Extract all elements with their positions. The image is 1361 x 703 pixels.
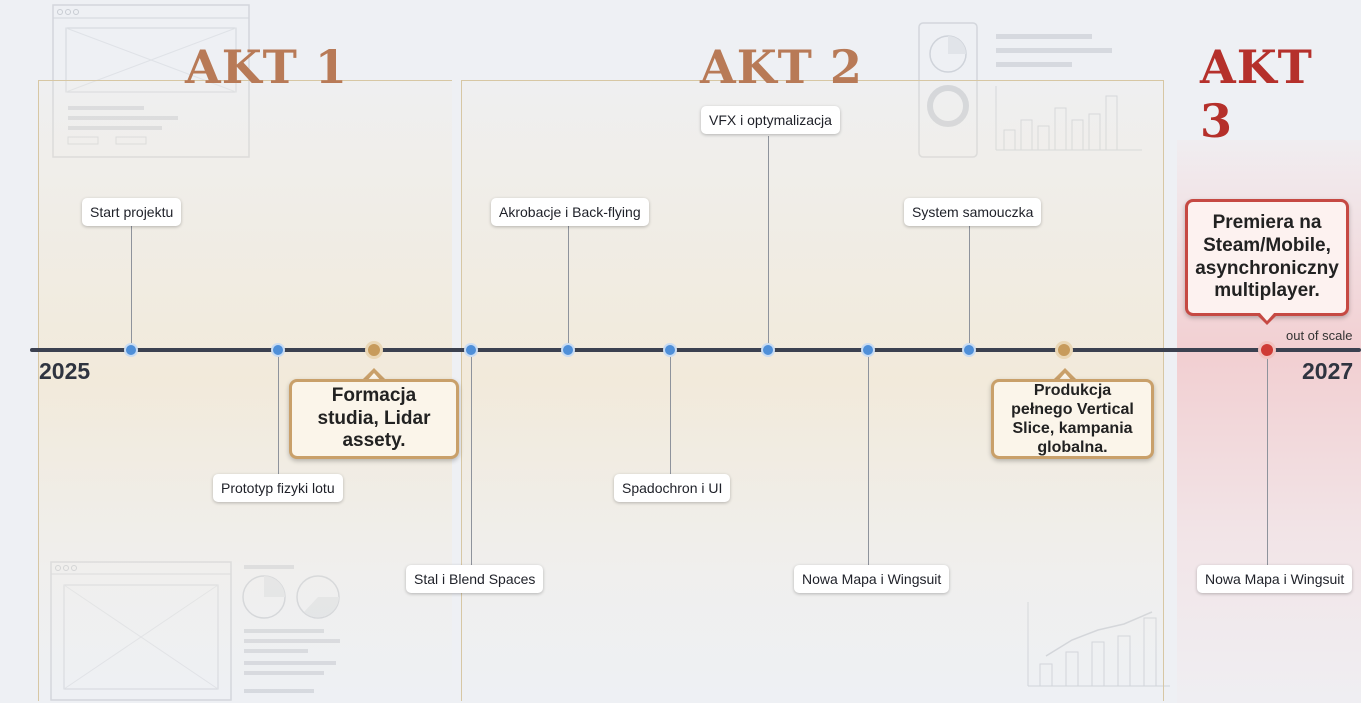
- release-callout[interactable]: Premiera na Steam/Mobile, asynchroniczny…: [1185, 199, 1349, 316]
- stem-start-projektu: [131, 224, 132, 348]
- release-dot[interactable]: [1258, 341, 1276, 359]
- callout-pointer: [1259, 312, 1275, 321]
- stem-nowa-mapa-2: [1267, 352, 1268, 567]
- highlight-callout[interactable]: Formacja studia, Lidar assety.: [289, 379, 459, 459]
- milestone-dot[interactable]: [561, 343, 575, 357]
- highlight-dot[interactable]: [365, 341, 383, 359]
- stem-stal: [471, 352, 472, 567]
- stem-vfx: [768, 136, 769, 348]
- scale-note: out of scale: [1286, 328, 1353, 343]
- start-year: 2025: [39, 358, 91, 384]
- milestone-label[interactable]: VFX i optymalizacja: [701, 106, 840, 134]
- end-year: 2027: [1302, 358, 1354, 384]
- milestone-dot[interactable]: [962, 343, 976, 357]
- milestone-label[interactable]: Nowa Mapa i Wingsuit: [1197, 565, 1353, 593]
- act-2-title: AKT 2: [700, 40, 863, 94]
- milestone-label[interactable]: Akrobacje i Back-flying: [491, 198, 649, 226]
- milestone-dot[interactable]: [271, 343, 285, 357]
- milestone-dot[interactable]: [761, 343, 775, 357]
- milestone-label[interactable]: Prototyp fizyki lotu: [213, 474, 343, 502]
- highlight-dot[interactable]: [1055, 341, 1073, 359]
- milestone-dot[interactable]: [464, 343, 478, 357]
- stem-samouczek: [969, 224, 970, 348]
- callout-pointer: [366, 373, 382, 382]
- stem-prototyp: [278, 352, 279, 476]
- milestone-dot[interactable]: [124, 343, 138, 357]
- milestone-label[interactable]: Nowa Mapa i Wingsuit: [794, 565, 950, 593]
- stem-spadochron: [670, 352, 671, 476]
- act-1-title: AKT 1: [185, 40, 348, 94]
- stem-akrobacje: [568, 224, 569, 348]
- act-3-title: AKT 3: [1200, 40, 1313, 148]
- milestone-label[interactable]: Spadochron i UI: [614, 474, 731, 502]
- highlight-callout[interactable]: Produkcja pełnego Vertical Slice, kampan…: [991, 379, 1154, 459]
- callout-pointer: [1057, 373, 1073, 382]
- milestone-label[interactable]: Start projektu: [82, 198, 182, 226]
- timeline-axis: [30, 348, 1361, 352]
- milestone-dot[interactable]: [663, 343, 677, 357]
- milestone-label[interactable]: Stal i Blend Spaces: [406, 565, 544, 593]
- milestone-label[interactable]: System samouczka: [904, 198, 1042, 226]
- stem-nowa-mapa-1: [868, 352, 869, 567]
- milestone-dot[interactable]: [861, 343, 875, 357]
